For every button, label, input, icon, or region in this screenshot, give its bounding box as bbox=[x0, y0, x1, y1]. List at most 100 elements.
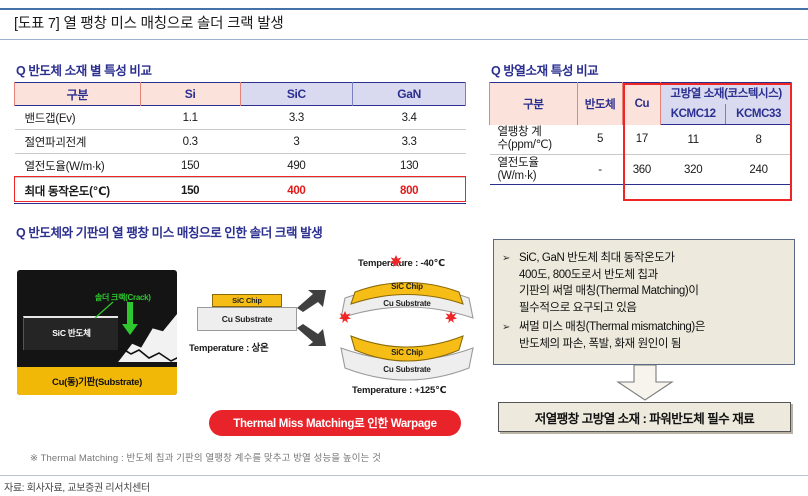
left-table-bottom-rule bbox=[14, 203, 466, 204]
transition-arrow-up-icon bbox=[297, 290, 326, 312]
col-header-cu: Cu bbox=[622, 82, 662, 125]
q-icon: Q bbox=[16, 64, 26, 78]
photo-substrate-band: Cu(동)기판(Substrate) bbox=[17, 367, 177, 395]
cell-si: 1.1 bbox=[140, 105, 241, 130]
page-title: [도표 7] 열 팽창 미스 매칭으로 솔더 크랙 발생 bbox=[14, 16, 284, 32]
left-table-head: 구분 Si SiC GaN bbox=[14, 82, 466, 106]
callout-bullet: ➢ SiC, GaN 반도체 최대 동작온도가 400도, 800도로서 반도체… bbox=[502, 250, 786, 316]
sic-chip-region: SiC 반도체 bbox=[23, 316, 118, 350]
title-bar bbox=[0, 8, 808, 40]
warpage-banner-label: Thermal Miss Matching로 인한 Warpage bbox=[233, 418, 437, 430]
table-row-highlight: 최대 동작온도(℃) 150 400 800 bbox=[15, 178, 466, 204]
col-header-high-thermal-group: 고방열 소재(코스텍시스) bbox=[660, 82, 792, 104]
callout-box: ➢ SiC, GaN 반도체 최대 동작온도가 400도, 800도로서 반도체… bbox=[493, 239, 795, 365]
bullet-marker-icon: ➢ bbox=[502, 322, 510, 333]
stack-hot-warped: SiC Chip Cu Substrate bbox=[337, 334, 477, 386]
col-header-gubun: 구분 bbox=[14, 82, 141, 106]
room-substrate-layer: Cu Substrate bbox=[197, 307, 297, 331]
photo-substrate-label: Cu(동)기판(Substrate) bbox=[52, 377, 142, 388]
source-label: 자료: 회사자료, 교보증권 리서치센터 bbox=[4, 483, 150, 494]
cell-semiconductor: - bbox=[577, 154, 623, 185]
cell-cu: 360 bbox=[622, 154, 661, 185]
row-label: 최대 동작온도(℃) bbox=[24, 185, 111, 198]
cell-sic: 3.3 bbox=[240, 105, 353, 130]
cell-kcmc33: 240 bbox=[725, 154, 792, 185]
bullet-text: 써멀 미스 매칭(Thermal mismatching)은 반도체의 파손, … bbox=[519, 319, 786, 352]
cold-temperature-caption: Temperature : -40℃ bbox=[358, 258, 445, 269]
cell-sic: 3 bbox=[240, 129, 353, 154]
solder-crack-photo: SiC 반도체 솔더 크랙(Crack) Cu(동)기판(Substrate) bbox=[17, 270, 177, 395]
bullet-line: 기판의 써멀 매칭(Thermal Matching)이 bbox=[519, 285, 699, 297]
transition-arrow-down-icon bbox=[297, 324, 326, 346]
row-label-line2: (W/m·k) bbox=[497, 169, 537, 182]
stack-room-temperature: SiC Chip Cu Substrate bbox=[197, 294, 297, 331]
diagram-heading-label: 반도체와 기판의 열 팽창 미스 매칭으로 인한 솔더 크랙 발생 bbox=[28, 226, 323, 240]
cell-kcmc33: 8 bbox=[725, 124, 792, 155]
hot-temperature-caption: Temperature : +125℃ bbox=[352, 385, 447, 396]
conclusion-box: 저열팽창 고방열 소재 : 파워반도체 필수 재료 bbox=[498, 402, 791, 432]
col-header-sic: SiC bbox=[239, 82, 354, 106]
right-table-header-row-1: 구분 반도체 Cu 고방열 소재(코스텍시스) bbox=[489, 82, 792, 125]
left-table-heading-label: 반도체 소재 별 특성 비교 bbox=[28, 64, 152, 78]
cell-kcmc12: 11 bbox=[660, 124, 726, 155]
q-icon: Q bbox=[16, 226, 26, 240]
callout-bullet: ➢ 써멀 미스 매칭(Thermal mismatching)은 반도체의 파손… bbox=[502, 319, 786, 352]
right-table-heading-label: 방열소재 특성 비교 bbox=[503, 64, 599, 78]
bullet-line: 반도체의 파손, 폭발, 화재 원인이 됨 bbox=[519, 337, 682, 350]
cell-gan: 800 bbox=[399, 184, 419, 197]
row-label-line1: 열팽창 계 bbox=[497, 126, 542, 139]
cold-warp-shape bbox=[340, 282, 474, 319]
cell-semiconductor: 5 bbox=[577, 124, 623, 155]
table-row: 열전도율 (W/m·k) - 360 320 240 bbox=[489, 154, 792, 185]
row-label: 열전도율 (W/m·k) bbox=[489, 154, 578, 185]
crack-point-icon-top bbox=[390, 255, 402, 267]
cell-cu: 17 bbox=[622, 124, 661, 155]
bullet-line: 써멀 미스 매칭(Thermal mismatching)은 bbox=[519, 321, 706, 333]
row-label-line1: 열전도율 bbox=[497, 156, 539, 169]
col-header-gubun: 구분 bbox=[489, 82, 578, 125]
thermal-matching-footnote: ※ Thermal Matching : 반도체 칩과 기판의 열팽창 계수를 … bbox=[30, 453, 381, 464]
table-row: 열팽창 계 수(ppm/℃) 5 17 11 8 bbox=[489, 124, 792, 155]
cell-gan: 3.4 bbox=[352, 105, 466, 130]
right-table-header-row-2: KCMC12 KCMC33 bbox=[490, 103, 792, 125]
thermal-material-table: 구분 반도체 Cu 고방열 소재(코스텍시스) KCMC12 KCMC33 열팽… bbox=[489, 82, 792, 185]
warpage-banner: Thermal Miss Matching로 인한 Warpage bbox=[209, 410, 461, 436]
table-row: 절연파괴전계 0.3 3 3.3 bbox=[14, 129, 466, 154]
right-table-head: 구분 반도체 Cu 고방열 소재(코스텍시스) KCMC12 KCMC33 bbox=[489, 82, 792, 125]
table-row: 밴드갭(Ev) 1.1 3.3 3.4 bbox=[14, 105, 466, 130]
col-header-semiconductor: 반도체 bbox=[576, 82, 624, 125]
col-header-kcmc33: KCMC33 bbox=[725, 103, 792, 125]
col-header-gan: GaN bbox=[352, 82, 466, 106]
bullet-marker-icon: ➢ bbox=[502, 253, 510, 264]
row-label-line2: 수(ppm/℃) bbox=[497, 139, 553, 152]
row-label: 절연파괴전계 bbox=[14, 129, 141, 154]
bullet-line: SiC, GaN 반도체 최대 동작온도가 bbox=[519, 252, 675, 264]
cell-si: 150 bbox=[180, 184, 200, 197]
crack-point-icon-right bbox=[445, 311, 457, 323]
down-arrow-icon bbox=[616, 365, 674, 401]
q-icon: Q bbox=[491, 64, 501, 78]
left-table-body: 밴드갭(Ev) 1.1 3.3 3.4 절연파괴전계 0.3 3 3.3 열전도… bbox=[14, 105, 466, 204]
photo-chip-label: SiC 반도체 bbox=[52, 328, 91, 338]
room-chip-layer: SiC Chip bbox=[212, 294, 282, 307]
semiconductor-material-table: 구분 Si SiC GaN 밴드갭(Ev) 1.1 3.3 3.4 절연파괴전계… bbox=[14, 82, 466, 204]
crack-point-icon-left bbox=[339, 311, 351, 323]
cell-gan: 130 bbox=[352, 153, 466, 178]
left-table-header-row: 구분 Si SiC GaN bbox=[14, 82, 466, 106]
row-label: 밴드갭(Ev) bbox=[14, 105, 141, 130]
table-row: 열전도율(W/m·k) 150 490 130 bbox=[14, 153, 466, 178]
cell-si: 150 bbox=[140, 153, 241, 178]
hot-warp-shape bbox=[340, 335, 474, 381]
row-label: 열전도율(W/m·k) bbox=[14, 153, 141, 178]
col-header-si: Si bbox=[139, 82, 241, 106]
row-label: 열팽창 계 수(ppm/℃) bbox=[489, 124, 578, 155]
crack-arrow-icon bbox=[122, 302, 138, 335]
cell-sic: 490 bbox=[240, 153, 353, 178]
right-table-body: 열팽창 계 수(ppm/℃) 5 17 11 8 열전도율 (W/m·k) - … bbox=[489, 124, 792, 185]
cell-kcmc12: 320 bbox=[660, 154, 726, 185]
bullet-line: 필수적으로 요구되고 있음 bbox=[519, 301, 637, 314]
photo-crack-label: 솔더 크랙(Crack) bbox=[95, 293, 151, 302]
